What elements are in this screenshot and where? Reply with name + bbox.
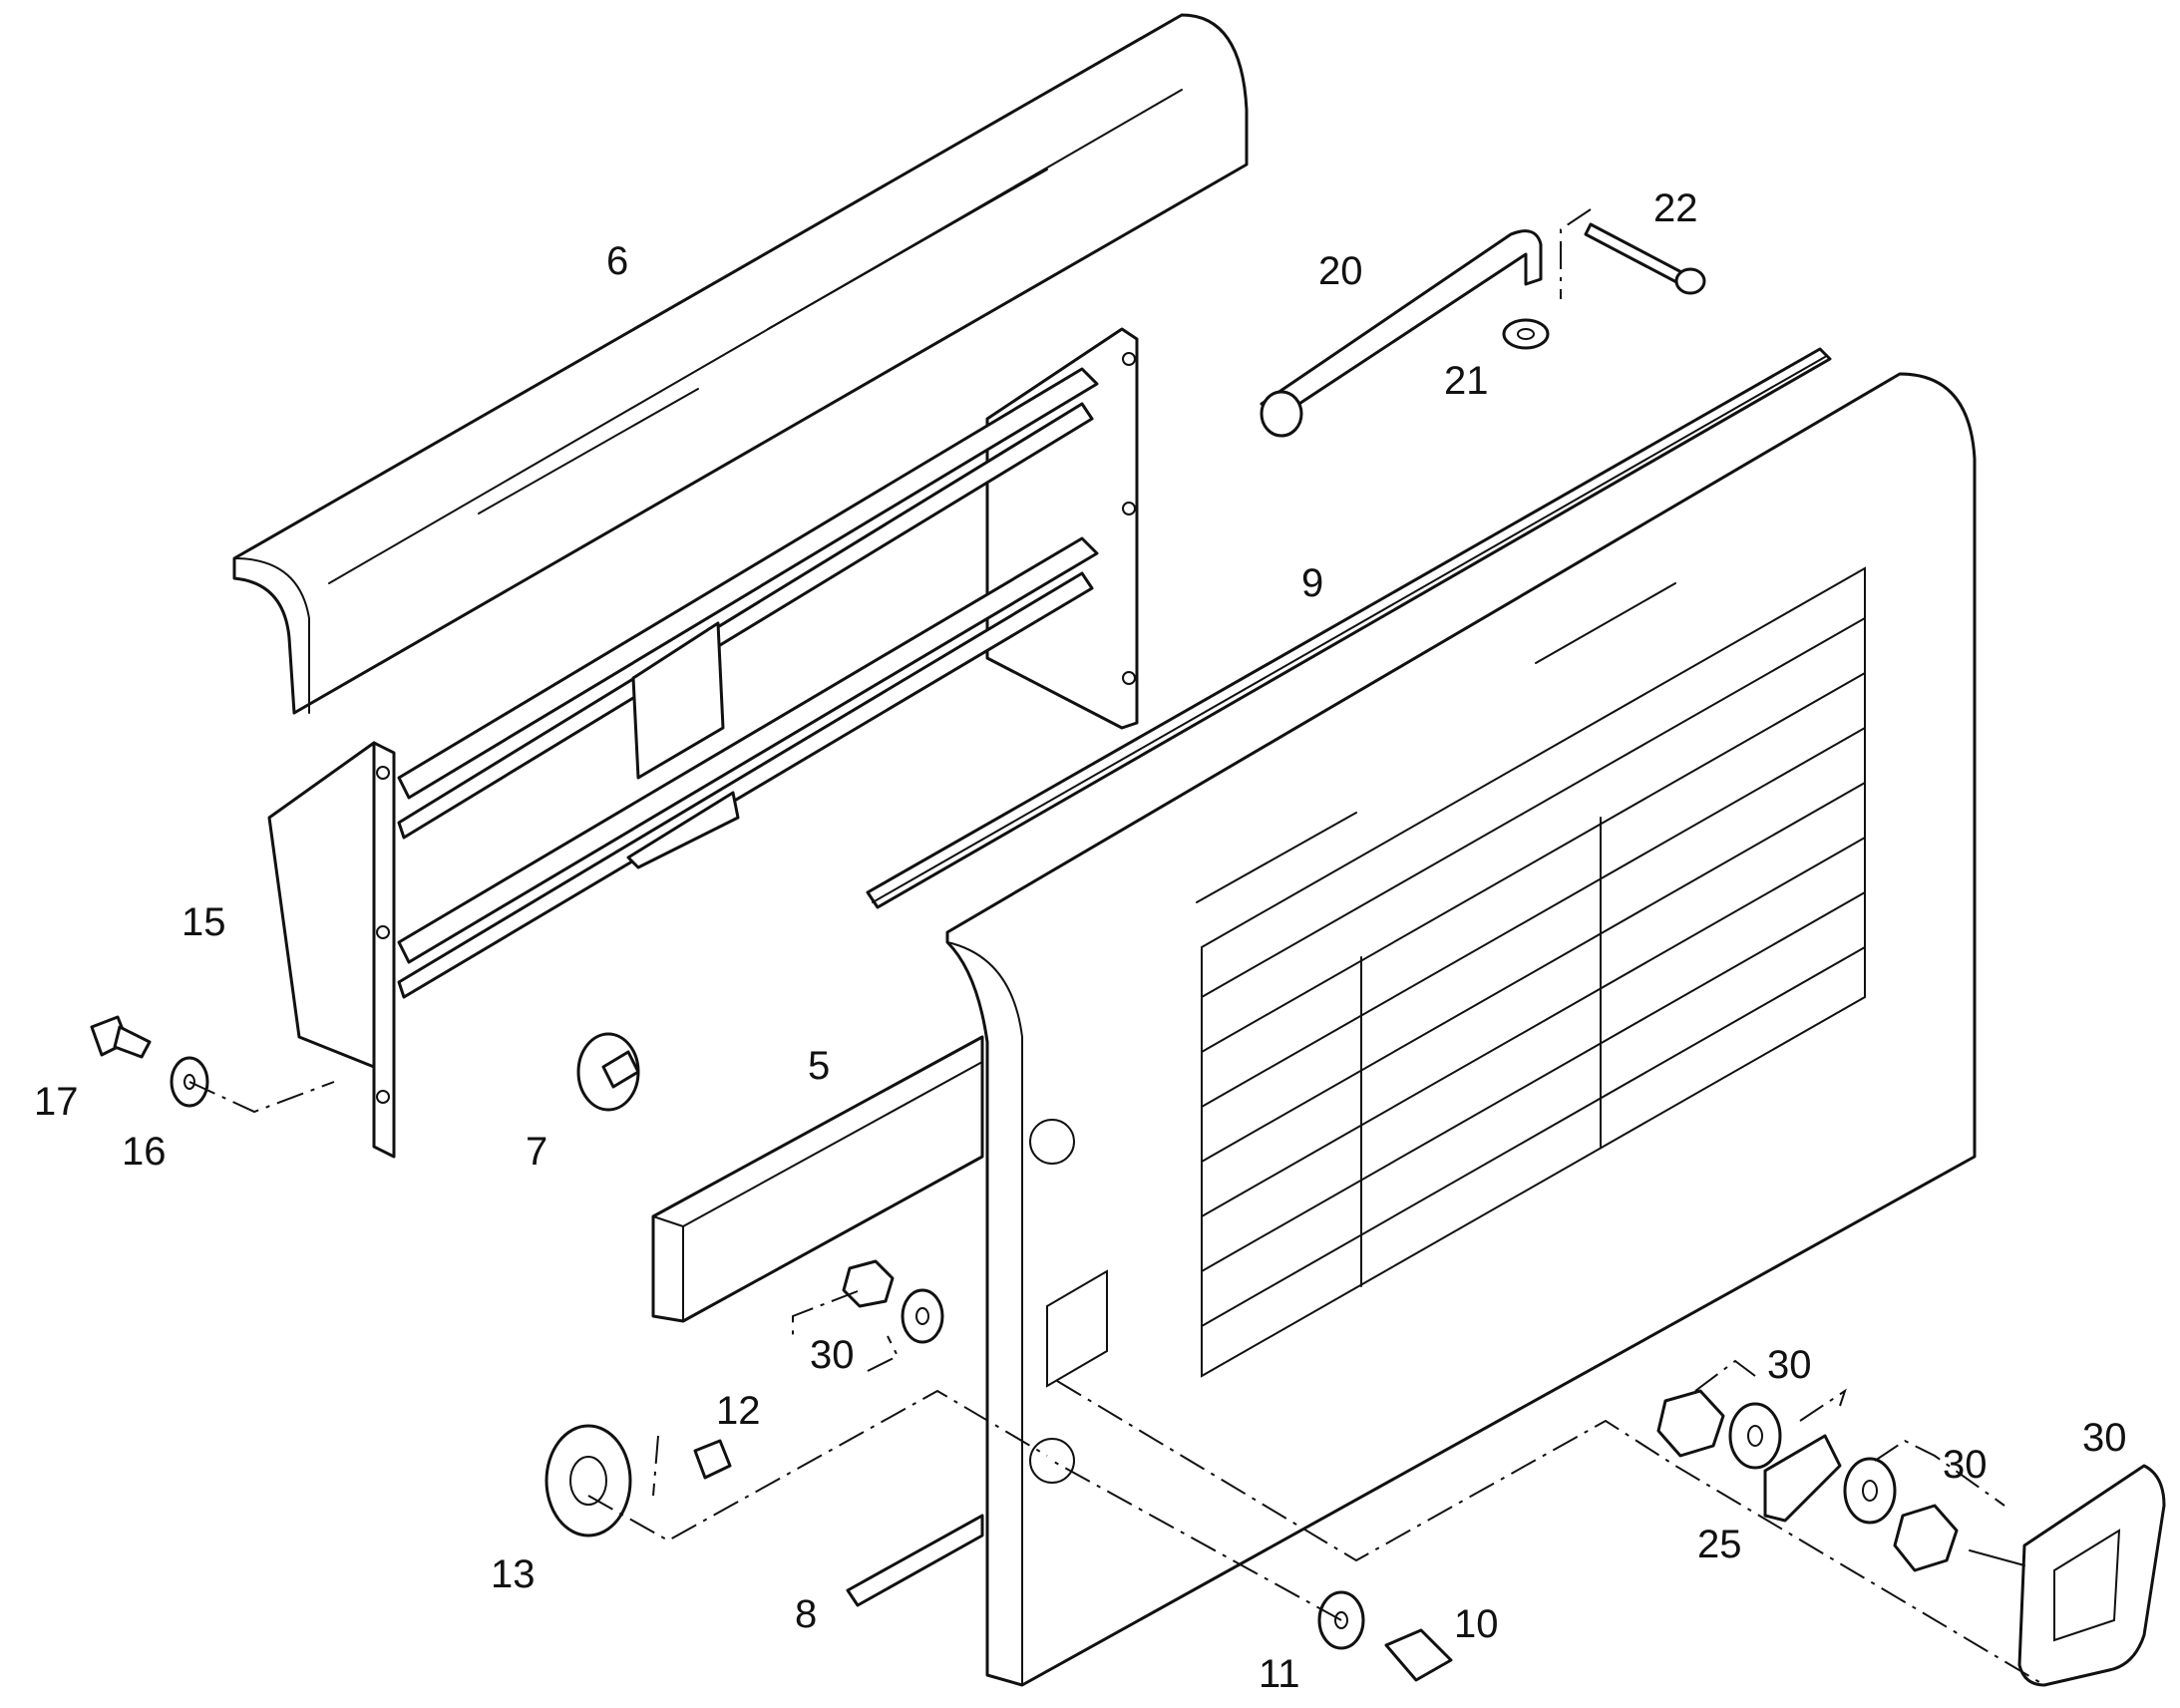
callout-5: 5	[808, 1044, 830, 1088]
leader-13-panel	[587, 1389, 1048, 1542]
strip-part-8	[846, 1514, 984, 1607]
leader-right-1	[1056, 1380, 2045, 1686]
leader-22-20	[1560, 208, 1592, 299]
top-cover-part-6	[232, 13, 1249, 715]
callout-30-left: 30	[810, 1333, 855, 1377]
washer-part-30-left	[901, 1288, 944, 1344]
nut-part-30-right-2	[1893, 1504, 1959, 1572]
nut-part-30-left	[842, 1259, 895, 1308]
washer-part-21	[1502, 318, 1550, 350]
pin-part-22	[1584, 222, 1706, 295]
bracket-30-left-2	[867, 1335, 900, 1372]
bracket-30-left	[792, 1290, 859, 1336]
callout-8: 8	[795, 1592, 817, 1636]
callout-15: 15	[182, 900, 226, 944]
leader-16-15	[188, 1081, 335, 1114]
bolt-part-17	[90, 1015, 152, 1059]
callout-10: 10	[1454, 1602, 1499, 1646]
bracket-30-right-3	[1874, 1439, 2005, 1507]
callout-9: 9	[1301, 561, 1323, 605]
washer-part-30-right-1	[1728, 1402, 1782, 1470]
callout-21: 21	[1444, 359, 1489, 403]
handle-rod-part-20	[1260, 229, 1543, 438]
latch-part-25	[1763, 1434, 1842, 1523]
plug-part-7	[576, 1032, 640, 1112]
callout-16: 16	[122, 1130, 167, 1174]
callout-20: 20	[1318, 249, 1363, 293]
callout-7: 7	[526, 1130, 547, 1174]
callout-11: 11	[1259, 1652, 1300, 1696]
bar-part-5	[651, 1035, 984, 1323]
bracket-12	[652, 1435, 659, 1497]
washer-part-30-right-2	[1843, 1457, 1897, 1525]
callout-30-right-3: 30	[2082, 1416, 2127, 1460]
seal-strip-part-9	[866, 347, 1832, 909]
screw-part-10	[1384, 1628, 1453, 1682]
callout-12: 12	[716, 1389, 761, 1433]
callout-17: 17	[34, 1080, 79, 1124]
leader-11-panel	[1051, 1460, 1342, 1621]
callout-22: 22	[1653, 186, 1698, 230]
callout-30-right-2: 30	[1943, 1443, 1988, 1487]
bracket-30-right-2	[1799, 1388, 1847, 1422]
frame-assembly-part-15	[267, 327, 1139, 1159]
callout-25: 25	[1697, 1523, 1742, 1566]
lock-part-30-right	[1969, 1464, 2166, 1687]
callout-30-right-1: 30	[1767, 1343, 1812, 1387]
callout-13: 13	[491, 1552, 536, 1596]
knob-part-13	[545, 1424, 632, 1537]
callout-6: 6	[606, 239, 628, 283]
bracket-30-right-1	[1694, 1359, 1756, 1392]
insert-part-12	[693, 1439, 732, 1480]
front-panel	[945, 372, 1977, 1687]
nut-part-30-right-1	[1656, 1389, 1725, 1458]
